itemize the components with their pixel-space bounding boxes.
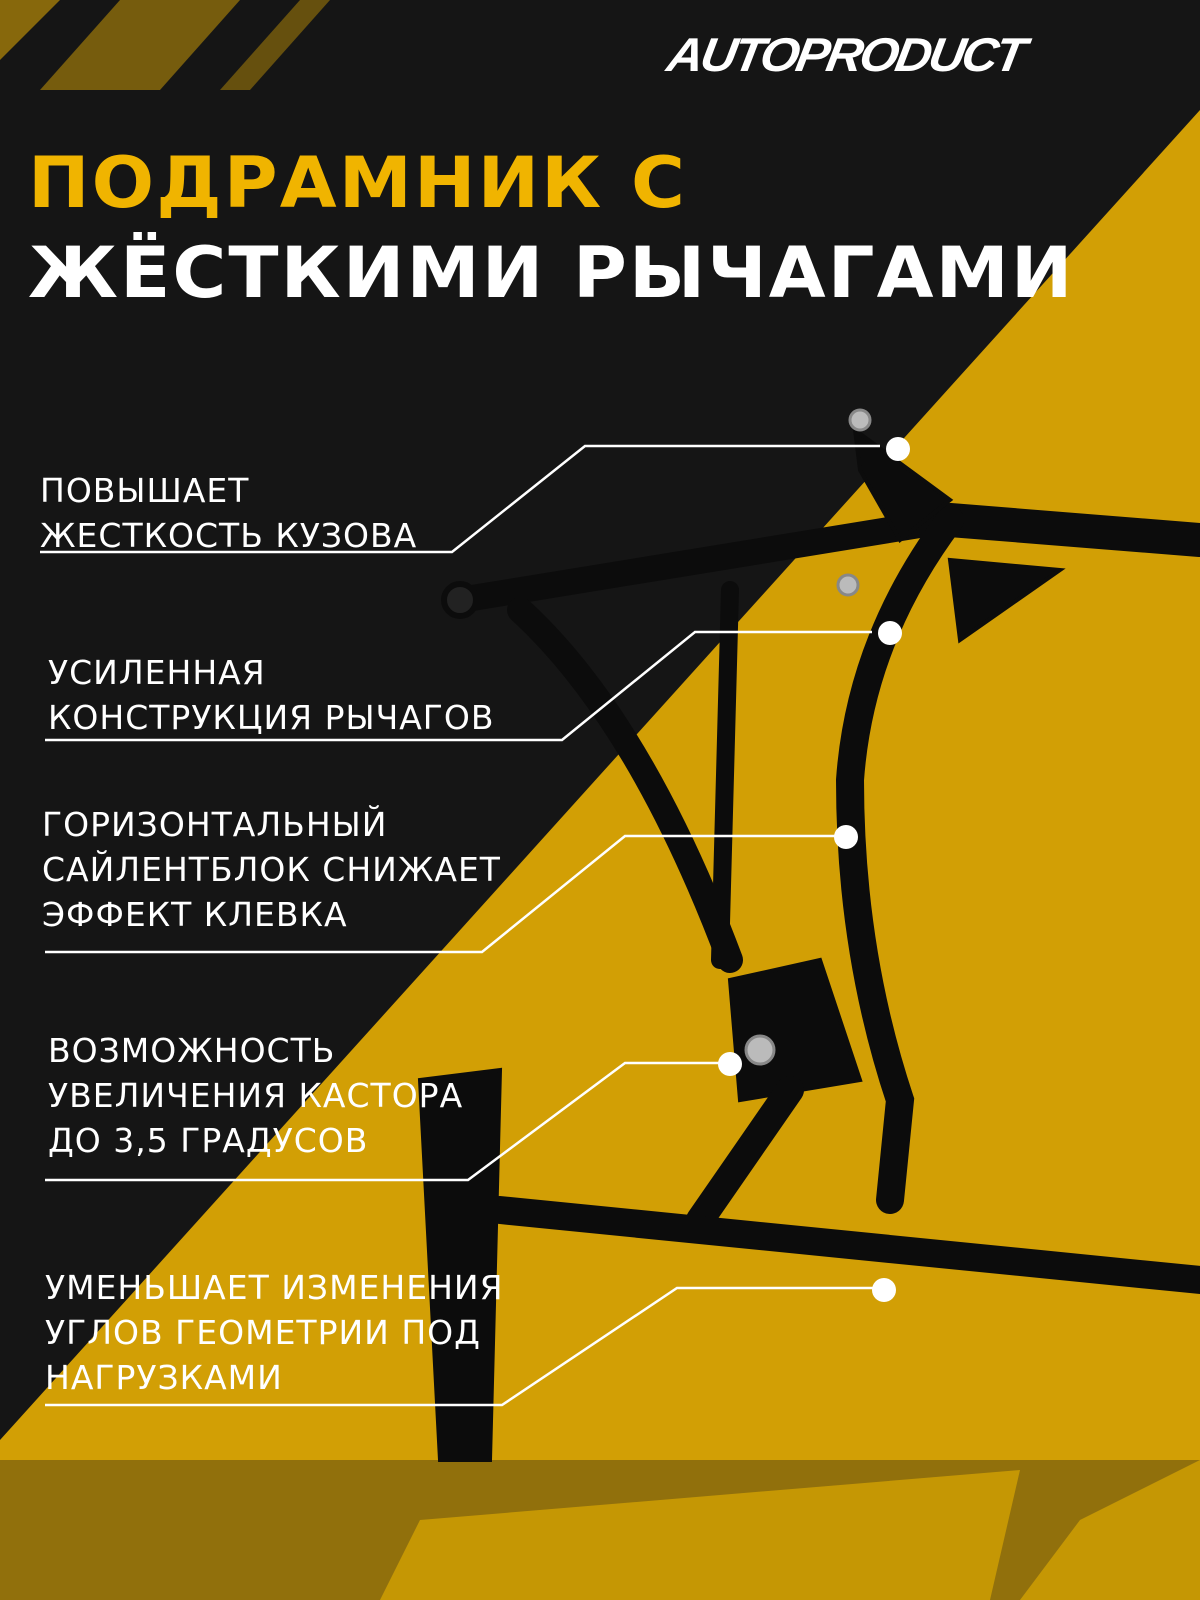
brand-logo: AUTOPRODUCT	[663, 28, 1028, 82]
callout-line-3	[45, 834, 838, 954]
feature-text: САЙЛЕНТБЛОК СНИЖАЕТ	[42, 850, 501, 889]
hazard-stripe	[40, 0, 240, 90]
callout-lines	[40, 444, 880, 1407]
feature-2: УСИЛЕННАЯ КОНСТРУКЦИЯ РЫЧАГОВ	[48, 650, 495, 740]
feature-text: ВОЗМОЖНОСТЬ	[48, 1031, 336, 1070]
feature-text: КОНСТРУКЦИЯ РЫЧАГОВ	[48, 698, 495, 737]
callout-line-2	[45, 630, 872, 742]
feature-3: ГОРИЗОНТАЛЬНЫЙ САЙЛЕНТБЛОК СНИЖАЕТ ЭФФЕК…	[42, 802, 501, 937]
feature-text: УВЕЛИЧЕНИЯ КАСТОРА	[48, 1076, 464, 1115]
hazard-stripe	[1020, 1460, 1200, 1600]
callout-dot-2	[878, 621, 902, 645]
feature-text: НАГРУЗКАМИ	[45, 1358, 283, 1397]
callout-dot-4	[718, 1052, 742, 1076]
feature-5: УМЕНЬШАЕТ ИЗМЕНЕНИЯ УГЛОВ ГЕОМЕТРИИ ПОД …	[45, 1265, 504, 1400]
callout-dot-3	[834, 825, 858, 849]
callout-dot-1	[886, 437, 910, 461]
feature-text: УСИЛЕННАЯ	[48, 653, 266, 692]
feature-text: ПОВЫШАЕТ	[40, 471, 250, 510]
feature-text: ГОРИЗОНТАЛЬНЫЙ	[42, 805, 388, 844]
feature-4: ВОЗМОЖНОСТЬ УВЕЛИЧЕНИЯ КАСТОРА ДО 3,5 ГР…	[48, 1028, 463, 1163]
feature-text: УМЕНЬШАЕТ ИЗМЕНЕНИЯ	[45, 1268, 504, 1307]
title-line-1: ПОДРАМНИК С	[28, 142, 688, 224]
title-line-2: ЖЁСТКИМИ РЫЧАГАМИ	[28, 232, 1075, 314]
feature-text: ЭФФЕКТ КЛЕВКА	[42, 895, 348, 934]
feature-text: УГЛОВ ГЕОМЕТРИИ ПОД	[45, 1313, 481, 1352]
feature-1: ПОВЫШАЕТ ЖЕСТКОСТЬ КУЗОВА	[40, 468, 417, 558]
callout-line-4	[45, 1061, 730, 1182]
hazard-stripe	[0, 0, 60, 60]
hazard-stripe	[380, 1470, 1020, 1600]
callout-dot-5	[872, 1278, 896, 1302]
callout-line-1	[40, 444, 880, 554]
feature-text: ДО 3,5 ГРАДУСОВ	[48, 1121, 369, 1160]
callout-line-5	[45, 1286, 880, 1407]
feature-text: ЖЕСТКОСТЬ КУЗОВА	[40, 516, 418, 555]
hazard-stripe	[220, 0, 330, 90]
subframe-product	[417, 408, 1200, 1462]
